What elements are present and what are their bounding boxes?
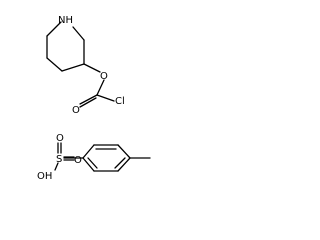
chlorine-atom-label: Cl [115,96,125,107]
chemical-structure-canvas: NH O O Cl S O O OH [0,0,172,206]
sulfur-atom-label: S [56,154,62,165]
benzene-ring [82,144,131,172]
sulfonyl-oxygen-right-label: O [74,155,82,166]
hydroxyl-label: OH [37,171,52,182]
piperidine-ring [46,21,85,72]
sulfonic-acid-group [54,142,84,171]
structure-drawing: NH O O Cl S O O OH [37,15,151,182]
p-toluenesulfonic-acid-molecule: S O O OH [37,133,151,182]
chloroformate-group [79,63,115,108]
nh-atom-label: NH [58,15,73,26]
sulfonyl-oxygen-top-label: O [56,133,64,144]
piperidinyl-chloroformate-molecule: NH O O Cl [46,15,125,116]
carbonyl-oxygen-label: O [72,105,80,116]
ester-oxygen-label: O [100,71,108,82]
